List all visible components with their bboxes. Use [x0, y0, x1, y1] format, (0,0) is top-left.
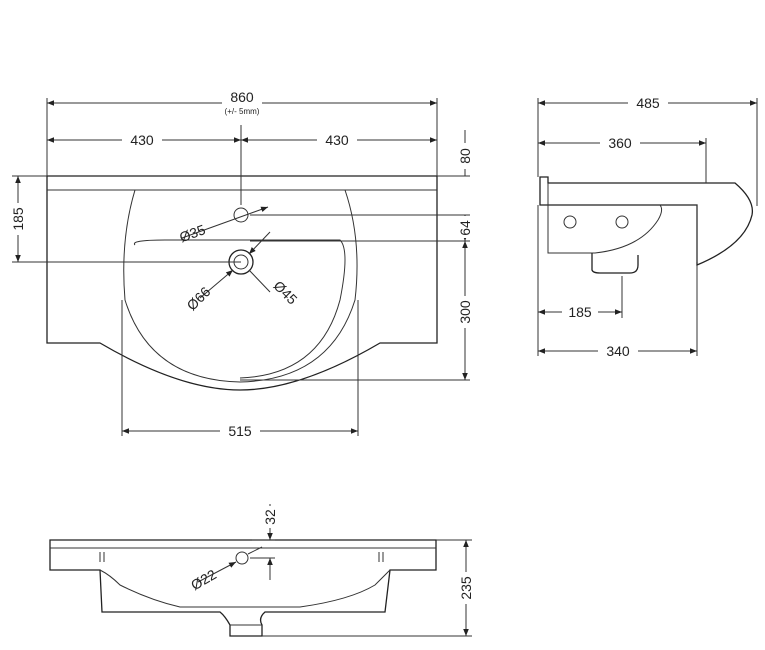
- leader-overflow-hole: [197, 561, 237, 583]
- label-waste-inner: Ø45: [271, 277, 301, 307]
- top-view: 860 (+/- 5mm) 430 430 185 80 64 300: [9, 89, 474, 440]
- dim-360: 360: [608, 135, 632, 151]
- dim-185-left: 185: [10, 207, 26, 231]
- dim-tolerance: (+/- 5mm): [225, 107, 260, 116]
- dim-300: 300: [457, 300, 473, 324]
- dim-235: 235: [458, 576, 474, 600]
- dim-515: 515: [228, 423, 252, 439]
- top-bowl: [123, 189, 358, 383]
- dim-860: 860: [230, 89, 254, 105]
- leader-waste-inner: [248, 231, 271, 255]
- dim-485: 485: [636, 95, 660, 111]
- side-pedestal: [547, 204, 663, 254]
- label-waste-outer: Ø66: [183, 283, 213, 313]
- front-overflow-hole: [235, 551, 249, 565]
- front-view: 32 Ø22 235: [49, 504, 475, 637]
- side-overflow-left: [563, 215, 577, 229]
- dim-430-left: 430: [130, 132, 154, 148]
- dim-185-side: 185: [568, 304, 592, 320]
- tap-hole: [233, 207, 249, 223]
- label-overflow-hole: Ø22: [188, 566, 219, 593]
- dim-80: 80: [457, 148, 473, 164]
- dim-340: 340: [606, 343, 630, 359]
- dim-64: 64: [457, 220, 473, 236]
- label-tap-hole: Ø35: [177, 221, 208, 245]
- front-basin-outline: [49, 539, 437, 637]
- side-overflow-right: [615, 215, 629, 229]
- side-view: 485 360 185 340: [537, 94, 758, 360]
- dim-430-right: 430: [325, 132, 349, 148]
- leader-tap-hole: [181, 206, 269, 239]
- top-drain-area: [133, 239, 346, 379]
- dim-32: 32: [262, 509, 278, 525]
- side-basin-outline: [539, 176, 754, 266]
- side-waste: [591, 253, 639, 274]
- leader-waste-outer: [199, 269, 234, 299]
